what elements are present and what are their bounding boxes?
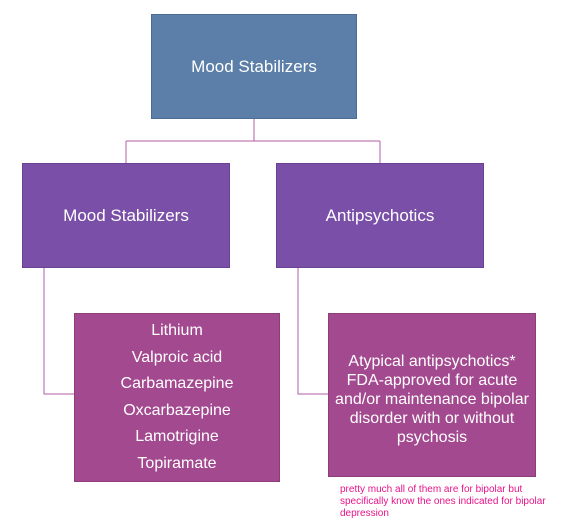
branch-node-antipsychotics: Antipsychotics xyxy=(276,163,484,268)
branch-node-mood-stabilizers: Mood Stabilizers xyxy=(22,163,230,268)
list-item-valproic-acid: Valproic acid xyxy=(131,348,223,366)
branch-node-label: Mood Stabilizers xyxy=(63,205,189,225)
handwritten-annotation-note: pretty much all of them are for bipolar … xyxy=(340,484,546,519)
branch-node-label: Antipsychotics xyxy=(325,205,435,225)
mood-stabilizer-list-node: Lithium Valproic acid Carbamazepine Oxca… xyxy=(74,313,280,482)
root-node-mood-stabilizers: Mood Stabilizers xyxy=(151,14,357,119)
list-item-lamotrigine: Lamotrigine xyxy=(135,428,219,445)
list-item-topiramate: Topiramate xyxy=(137,454,217,472)
antipsychotics-detail-node: Atypical antipsychotics* FDA-approved fo… xyxy=(328,313,536,477)
list-item-carbamazepine: Carbamazepine xyxy=(120,375,234,392)
right-branch-to-detail-connector xyxy=(297,268,328,395)
root-to-branches-connector xyxy=(125,119,381,163)
root-node-label: Mood Stabilizers xyxy=(191,56,317,76)
list-item-lithium: Lithium xyxy=(151,322,203,339)
left-branch-to-list-connector xyxy=(43,268,74,395)
list-item-oxcarbazepine: Oxcarbazepine xyxy=(123,401,231,419)
antipsychotics-detail-text: Atypical antipsychotics* FDA-approved fo… xyxy=(335,352,529,446)
